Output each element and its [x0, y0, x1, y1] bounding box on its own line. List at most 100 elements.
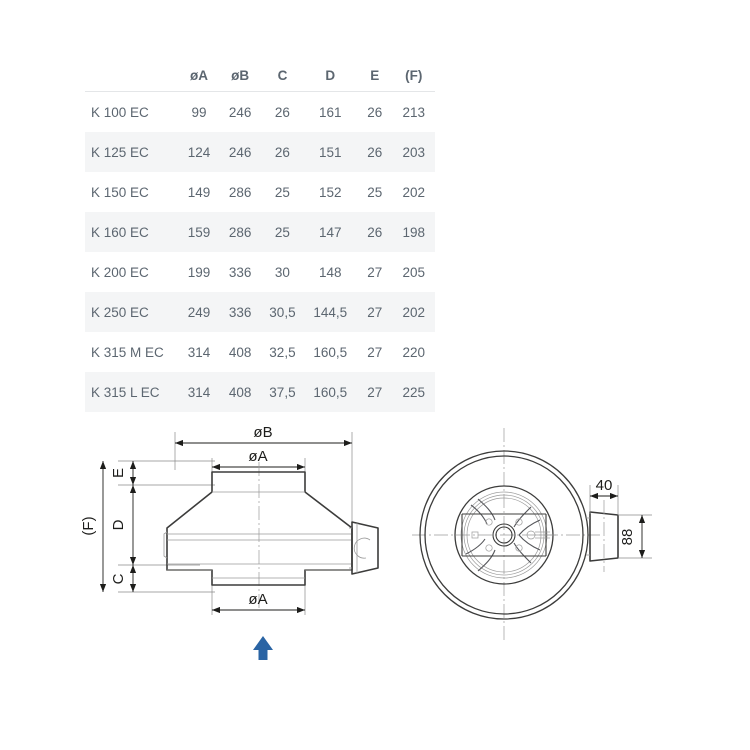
dimension-label-diameter-a-top: øA [248, 448, 267, 465]
cell-d: 160,5 [303, 372, 357, 412]
front-view: 40 88 [412, 428, 652, 642]
cell-f: 220 [402, 344, 425, 360]
cell-diameter-a: 314 [187, 344, 211, 360]
column-header-diameter-b: øB [218, 62, 262, 92]
cell-model: K 315 M EC [91, 344, 164, 360]
dimension-e: E [110, 461, 137, 485]
dimension-diameter-b: øB [175, 424, 352, 447]
dimension-f: (F) [80, 461, 107, 592]
dimension-d: D [110, 485, 137, 565]
cell-d: 152 [318, 184, 342, 200]
cell-model: K 160 EC [85, 212, 180, 252]
cell-model: K 200 EC [91, 264, 149, 280]
cell-diameter-b: 336 [218, 292, 262, 332]
dimension-box-height: 88 [618, 514, 652, 559]
cell-e: 26 [356, 212, 393, 252]
cell-f: 213 [402, 104, 425, 120]
cell-e: 25 [367, 184, 383, 200]
table-row: K 250 EC 249 336 30,5 144,5 27 202 [85, 292, 435, 332]
dimension-label-c: C [110, 573, 127, 584]
dimension-label-box-width: 40 [596, 477, 613, 494]
dimension-label-e: E [110, 468, 127, 478]
dimension-label-box-height: 88 [619, 529, 636, 546]
cell-diameter-b: 408 [218, 372, 262, 412]
cell-diameter-b: 246 [218, 132, 262, 172]
cell-c: 26 [274, 104, 290, 120]
cell-f: 202 [402, 184, 425, 200]
column-header-diameter-a: øA [179, 62, 219, 92]
cell-model: K 150 EC [91, 184, 149, 200]
cell-d: 151 [303, 132, 357, 172]
cell-c: 26 [261, 132, 304, 172]
dimension-c: C [110, 565, 137, 592]
dimensions-table: øA øB C D E (F) K 100 EC 99 246 26 161 2… [85, 62, 435, 412]
column-header-f: (F) [392, 62, 435, 92]
cell-f: 225 [392, 372, 435, 412]
column-header-d: D [303, 62, 357, 92]
column-header-model [85, 62, 180, 92]
cell-diameter-a: 149 [187, 184, 211, 200]
cell-diameter-a: 314 [179, 372, 219, 412]
airflow-up-arrow-icon [253, 636, 273, 660]
fan-body-detail-lines [163, 491, 352, 579]
fan-body-outline [166, 471, 353, 586]
cell-f: 198 [392, 212, 435, 252]
housing-outer-circle [419, 450, 589, 620]
cell-c: 30,5 [261, 292, 304, 332]
technical-drawing: øB øA (F) E D C [80, 424, 652, 660]
cell-diameter-a: 159 [179, 212, 219, 252]
cell-e: 27 [367, 264, 383, 280]
motor-hub [471, 518, 556, 552]
table-row: K 125 EC 124 246 26 151 26 203 [85, 132, 435, 172]
cell-d: 147 [303, 212, 357, 252]
cell-e: 27 [356, 292, 393, 332]
junction-box-side [349, 521, 379, 575]
junction-box-front [586, 500, 619, 572]
dimension-diameter-a-bottom: øA [212, 591, 305, 614]
cell-e: 27 [367, 344, 383, 360]
cell-e: 27 [356, 372, 393, 412]
dimension-label-f: (F) [80, 516, 97, 535]
cell-model: K 250 EC [85, 292, 180, 332]
cell-model: K 100 EC [91, 104, 149, 120]
cell-c: 25 [274, 184, 290, 200]
table-row: K 160 EC 159 286 25 147 26 198 [85, 212, 435, 252]
cell-diameter-b: 286 [228, 184, 252, 200]
cell-model: K 125 EC [85, 132, 180, 172]
cell-diameter-b: 286 [218, 212, 262, 252]
housing-inner-circle [424, 455, 584, 615]
side-view-extension-lines [118, 432, 353, 615]
table-row: K 150 EC 149 286 25 152 25 202 [85, 172, 435, 212]
cell-d: 148 [318, 264, 342, 280]
cell-diameter-b: 246 [228, 104, 252, 120]
cell-d: 160,5 [313, 344, 348, 360]
column-header-c: C [261, 62, 304, 92]
cell-f: 205 [402, 264, 425, 280]
cell-e: 26 [367, 104, 383, 120]
table-row: K 315 M EC 314 408 32,5 160,5 27 220 [85, 332, 435, 372]
side-elevation-view: øB øA (F) E D C [80, 424, 379, 660]
cell-diameter-a: 249 [179, 292, 219, 332]
table-row: K 100 EC 99 246 26 161 26 213 [85, 92, 435, 133]
cell-d: 144,5 [303, 292, 357, 332]
cell-f: 203 [392, 132, 435, 172]
dimension-label-diameter-b: øB [253, 424, 272, 441]
cell-diameter-a: 124 [179, 132, 219, 172]
cell-diameter-b: 408 [228, 344, 252, 360]
cell-d: 161 [318, 104, 342, 120]
cell-diameter-b: 336 [228, 264, 252, 280]
cell-c: 32,5 [269, 344, 296, 360]
dimension-label-diameter-a-bottom: øA [248, 591, 267, 608]
table-header-row: øA øB C D E (F) [85, 62, 435, 92]
cell-diameter-a: 99 [191, 104, 207, 120]
cell-c: 37,5 [261, 372, 304, 412]
dimension-box-width: 40 [589, 477, 619, 515]
cell-model: K 315 L EC [85, 372, 180, 412]
dimension-label-d: D [110, 519, 127, 530]
table-row: K 315 L EC 314 408 37,5 160,5 27 225 [85, 372, 435, 412]
dimension-diameter-a-top: øA [212, 448, 305, 471]
column-header-e: E [356, 62, 393, 92]
cell-f: 202 [392, 292, 435, 332]
table-row: K 200 EC 199 336 30 148 27 205 [85, 252, 435, 292]
motor-mounting-plate [461, 513, 547, 557]
